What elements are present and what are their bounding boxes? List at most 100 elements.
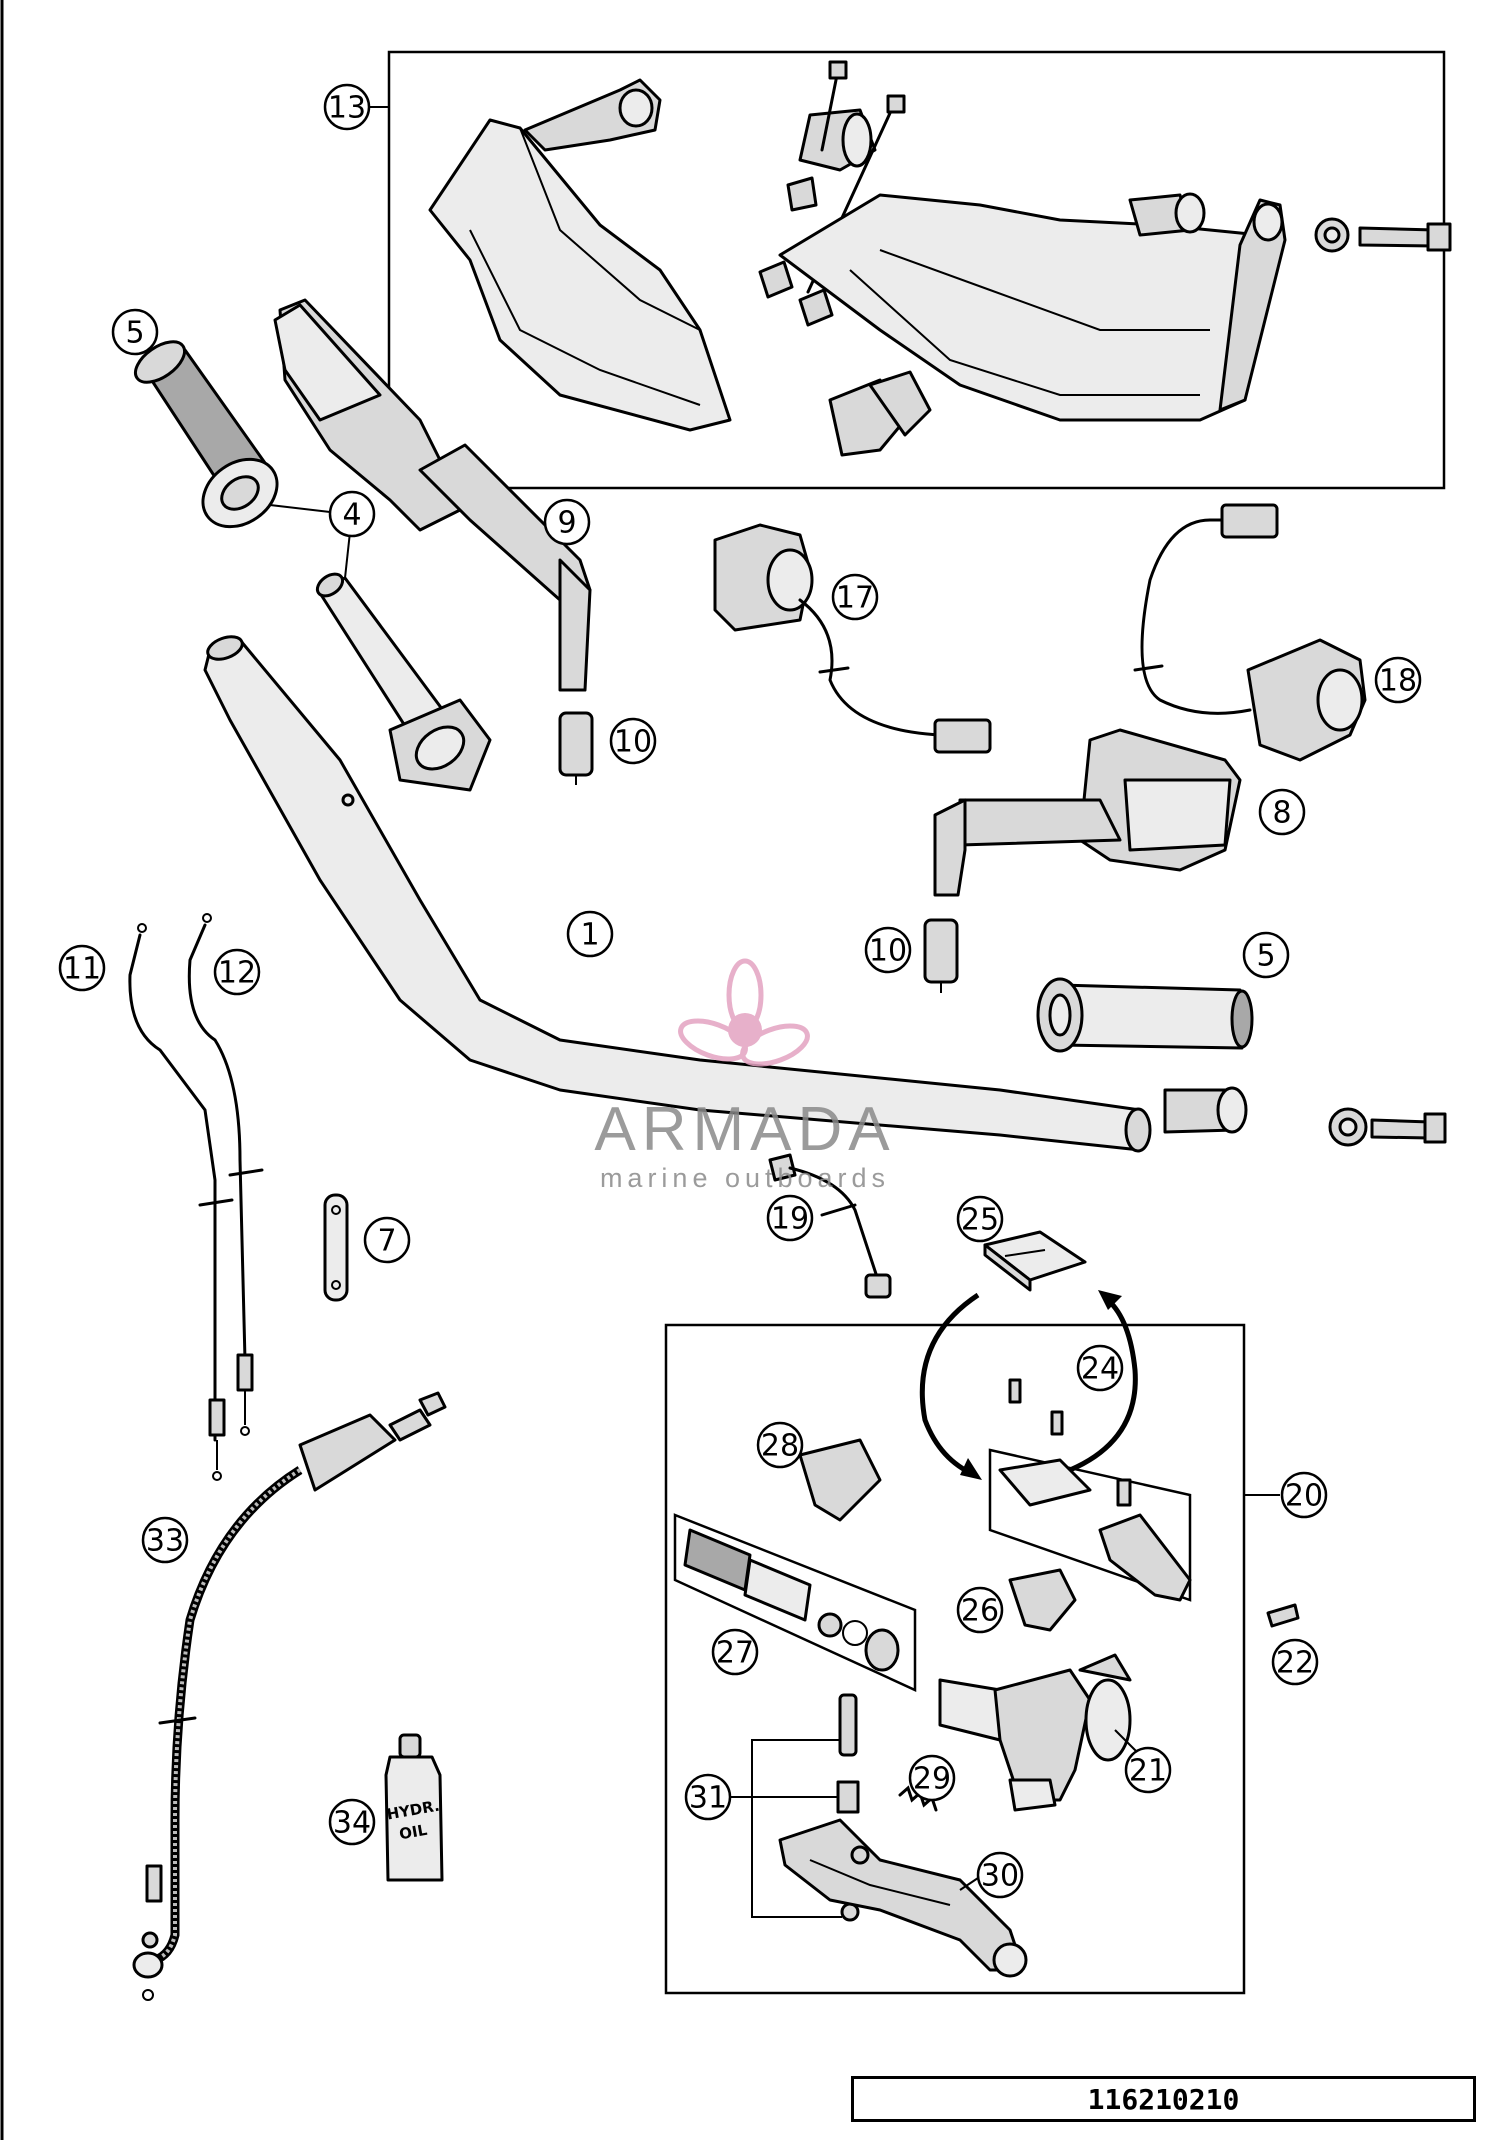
callout-24: 24 xyxy=(1076,1344,1124,1392)
kill-switch-cable xyxy=(768,1153,892,1299)
grip-left xyxy=(134,340,279,529)
switch-right xyxy=(1133,503,1367,762)
callout-5a: 5 xyxy=(111,308,159,356)
callout-34: 34 xyxy=(328,1798,376,1846)
callout-29: 29 xyxy=(908,1754,956,1802)
cap-screws xyxy=(1008,1378,1064,1436)
callout-17: 17 xyxy=(831,573,879,621)
hydraulic-oil-bottle: HYDR. OIL xyxy=(384,1733,444,1882)
watermark-propeller-blade-3 xyxy=(740,1023,810,1067)
callout-10a: 10 xyxy=(609,717,657,765)
watermark-propeller-hub xyxy=(728,1013,762,1047)
brake-switch-screw xyxy=(1266,1603,1300,1628)
bar-end-bolt xyxy=(1328,1107,1447,1147)
reservoir-cap xyxy=(983,1230,1087,1292)
handguard-left xyxy=(428,78,732,432)
brake-assembly-frame xyxy=(664,1323,1246,1995)
callout-9: 9 xyxy=(543,498,591,546)
leader-4a xyxy=(269,504,331,513)
svg-text:31: 31 xyxy=(689,1781,727,1816)
callout-12: 12 xyxy=(213,948,261,996)
switch-left xyxy=(713,523,992,754)
grip-right xyxy=(1036,977,1254,1053)
callout-22: 22 xyxy=(1271,1638,1319,1686)
master-cylinder-body xyxy=(938,1653,1132,1812)
callout-28: 28 xyxy=(756,1421,804,1469)
callout-11: 11 xyxy=(58,944,106,992)
svg-text:30: 30 xyxy=(981,1859,1019,1894)
pivot-pin xyxy=(751,1693,860,1922)
callout-5b: 5 xyxy=(1242,931,1290,979)
callout-31: 31 xyxy=(684,1773,732,1821)
hydraulic-hose xyxy=(132,1391,447,2001)
svg-text:28: 28 xyxy=(761,1429,799,1464)
leader-4b xyxy=(344,531,351,579)
callout-19: 19 xyxy=(766,1194,814,1242)
oil-label-line2: OIL xyxy=(398,1821,429,1844)
callout-20: 20 xyxy=(1280,1471,1328,1519)
svg-text:13: 13 xyxy=(328,91,366,126)
svg-text:12: 12 xyxy=(218,956,256,991)
svg-text:34: 34 xyxy=(333,1806,371,1841)
svg-text:22: 22 xyxy=(1276,1646,1314,1681)
svg-text:8: 8 xyxy=(1272,796,1291,831)
svg-text:17: 17 xyxy=(836,581,874,616)
svg-text:19: 19 xyxy=(771,1202,809,1237)
handlebar xyxy=(203,635,1152,1153)
reference-number: 116210210 xyxy=(1087,2082,1240,2116)
svg-text:20: 20 xyxy=(1285,1479,1323,1514)
svg-text:26: 26 xyxy=(961,1594,999,1629)
svg-text:24: 24 xyxy=(1081,1352,1119,1387)
watermark-logo: ARMADA marine outboards xyxy=(594,958,895,1193)
callout-10b: 10 xyxy=(864,926,912,974)
svg-text:10: 10 xyxy=(614,725,652,760)
svg-text:21: 21 xyxy=(1129,1754,1167,1789)
callout-1: 1 xyxy=(566,910,614,958)
brake-lever xyxy=(778,1818,1028,1978)
assembly-arrows xyxy=(919,1290,1138,1480)
callout-30: 30 xyxy=(976,1851,1024,1899)
svg-text:10: 10 xyxy=(869,934,907,969)
callout-21: 21 xyxy=(1124,1746,1172,1794)
reservoir-assembly xyxy=(988,1448,1192,1602)
reference-number-box: 116210210 xyxy=(851,2076,1476,2122)
bar-end-weight xyxy=(1163,1086,1248,1134)
callout-25: 25 xyxy=(956,1195,1004,1243)
throttle-cable-12 xyxy=(187,913,264,1436)
callout-7: 7 xyxy=(363,1216,411,1264)
svg-text:1: 1 xyxy=(580,918,599,953)
svg-text:5: 5 xyxy=(125,316,144,351)
callout-8: 8 xyxy=(1258,788,1306,836)
handguard-right xyxy=(778,193,1287,422)
handguard-clamps xyxy=(758,60,932,457)
mirror-right xyxy=(933,728,1242,897)
cable-guide-plate xyxy=(323,1193,349,1302)
piston-kit xyxy=(673,1513,917,1692)
callout-4: 4 xyxy=(328,490,376,538)
handguard-kit-frame xyxy=(387,50,1446,490)
callout-26: 26 xyxy=(956,1586,1004,1634)
svg-text:5: 5 xyxy=(1256,939,1275,974)
leader-30 xyxy=(959,1877,979,1891)
svg-text:27: 27 xyxy=(716,1636,754,1671)
mirror-left xyxy=(273,298,592,692)
throttle-cable-11 xyxy=(128,923,234,1481)
svg-text:7: 7 xyxy=(377,1224,396,1259)
svg-text:9: 9 xyxy=(557,506,576,541)
callout-33: 33 xyxy=(141,1516,189,1564)
clamp-bracket xyxy=(798,1438,882,1522)
reservoir-gasket xyxy=(1008,1568,1077,1632)
watermark-word: ARMADA xyxy=(594,1095,895,1164)
svg-text:25: 25 xyxy=(961,1203,999,1238)
mirror-adapter-lower xyxy=(923,918,959,993)
throttle-tube xyxy=(315,572,492,792)
watermark-subtitle: marine outboards xyxy=(600,1163,890,1193)
svg-text:18: 18 xyxy=(1379,664,1417,699)
mirror-adapter-upper xyxy=(558,711,594,785)
bar-end-bolt-top xyxy=(1314,217,1452,253)
callout-27: 27 xyxy=(711,1628,759,1676)
callout-13: 13 xyxy=(323,83,371,131)
svg-text:33: 33 xyxy=(146,1524,184,1559)
svg-text:11: 11 xyxy=(63,952,101,987)
